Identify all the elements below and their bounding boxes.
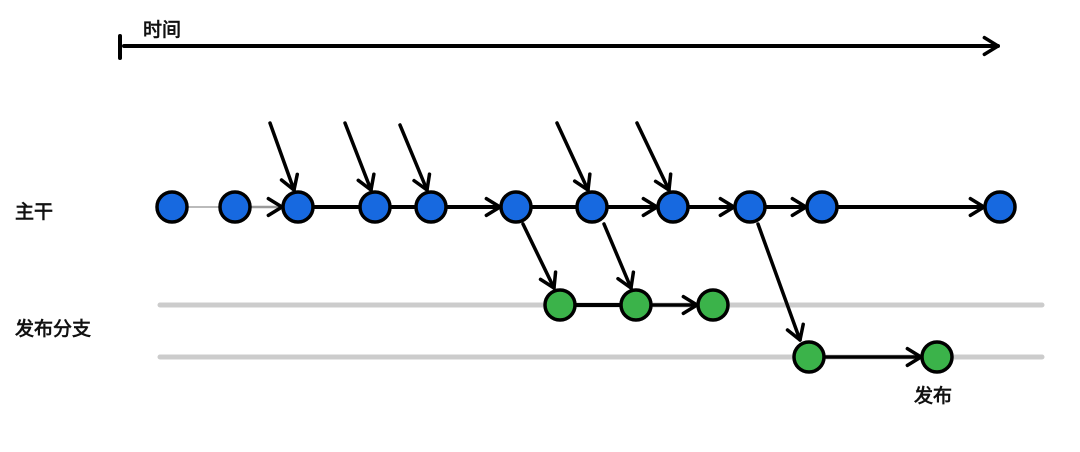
trunk-commit-node bbox=[656, 190, 690, 224]
release-commit-node bbox=[792, 340, 826, 374]
release-commit-node bbox=[920, 340, 954, 374]
branch-cut-arrow-head bbox=[538, 270, 558, 290]
branch-cut-arrow-head bbox=[785, 322, 805, 342]
incoming-commit-arrow-head bbox=[572, 172, 592, 192]
incoming-commit-arrow-head bbox=[653, 172, 673, 192]
trunk-commit-node bbox=[414, 190, 448, 224]
trunk-label: 主干 bbox=[15, 201, 54, 223]
release-commit-node bbox=[696, 288, 730, 322]
incoming-commit-arrow bbox=[343, 121, 373, 192]
release-label: 发布 bbox=[914, 385, 953, 407]
release-branch-label: 发布分支 bbox=[15, 318, 92, 340]
release-commit-node bbox=[543, 288, 577, 322]
cherry-pick-arrow-head bbox=[616, 270, 636, 290]
branch-cut-arrow bbox=[756, 222, 802, 342]
incoming-commit-arrow bbox=[635, 121, 671, 192]
time-axis-arrow-head bbox=[982, 35, 1000, 57]
trunk-commit-node bbox=[499, 190, 533, 224]
incoming-commit-arrow bbox=[555, 121, 590, 192]
trunk-commit-node bbox=[155, 190, 189, 224]
time-axis-label: 时间 bbox=[143, 19, 182, 41]
trunk-commit-node bbox=[733, 190, 767, 224]
trunk-commit-node bbox=[575, 190, 609, 224]
branch-cut-arrow bbox=[521, 222, 556, 290]
trunk-commit-node bbox=[805, 190, 839, 224]
release-commit-node bbox=[619, 288, 653, 322]
incoming-commit-arrow-head bbox=[279, 172, 300, 192]
trunk-commit-node bbox=[281, 190, 315, 224]
incoming-commit-arrow-head bbox=[356, 172, 376, 192]
incoming-commit-arrow-head bbox=[412, 172, 432, 192]
trunk-commit-node bbox=[218, 190, 252, 224]
incoming-commit-arrow bbox=[398, 123, 429, 192]
trunk-commit-node bbox=[983, 190, 1017, 224]
cherry-pick-arrow bbox=[602, 222, 633, 290]
incoming-commit-arrow bbox=[268, 121, 296, 192]
trunk-commit-node bbox=[358, 190, 392, 224]
